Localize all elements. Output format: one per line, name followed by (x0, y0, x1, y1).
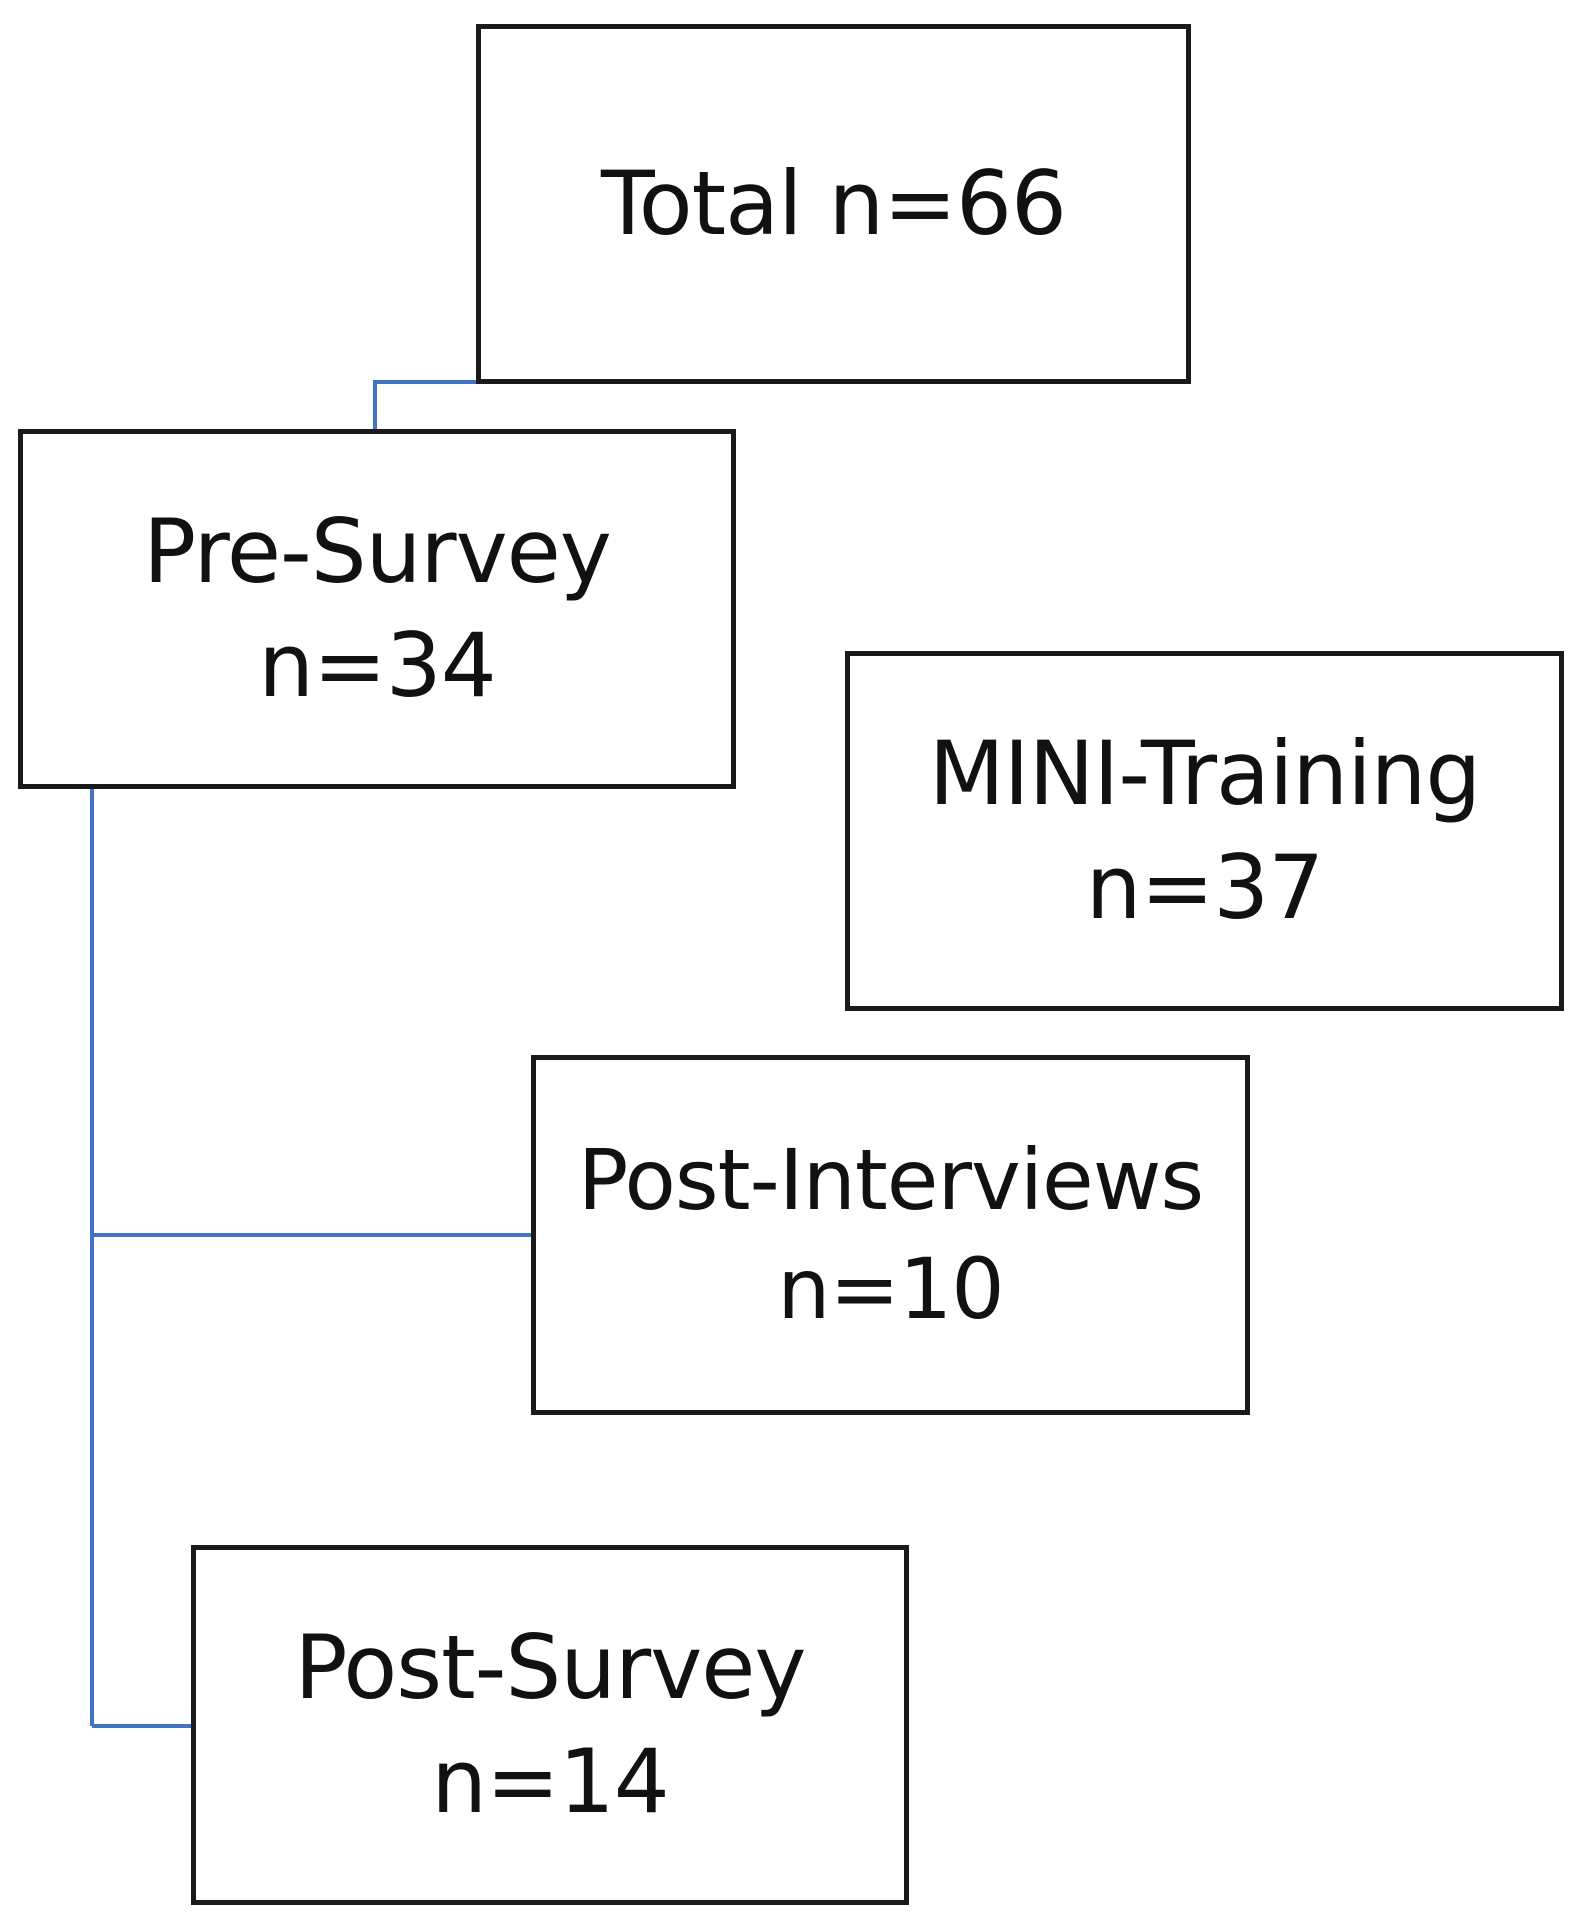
node-pre-survey-count: n=34 (258, 614, 496, 717)
node-post-survey-count: n=14 (431, 1730, 669, 1833)
node-post-interviews-count: n=10 (777, 1240, 1005, 1338)
node-post-survey-title: Post-Survey (294, 1615, 807, 1719)
node-pre-survey-title: Pre-Survey (143, 499, 612, 603)
node-mini-training-title: MINI-Training (928, 721, 1482, 825)
node-total: Total n=66 (476, 24, 1191, 384)
node-post-interviews: Post-Interviews n=10 (531, 1055, 1250, 1415)
node-post-interviews-title: Post-Interviews (577, 1130, 1204, 1229)
node-post-survey: Post-Survey n=14 (191, 1545, 909, 1905)
node-pre-survey: Pre-Survey n=34 (18, 429, 736, 789)
node-mini-training: MINI-Training n=37 (845, 651, 1564, 1011)
connector-total-to-pre-survey (373, 380, 476, 429)
node-mini-training-count: n=37 (1085, 836, 1324, 939)
node-total-label: Total n=66 (601, 151, 1067, 255)
